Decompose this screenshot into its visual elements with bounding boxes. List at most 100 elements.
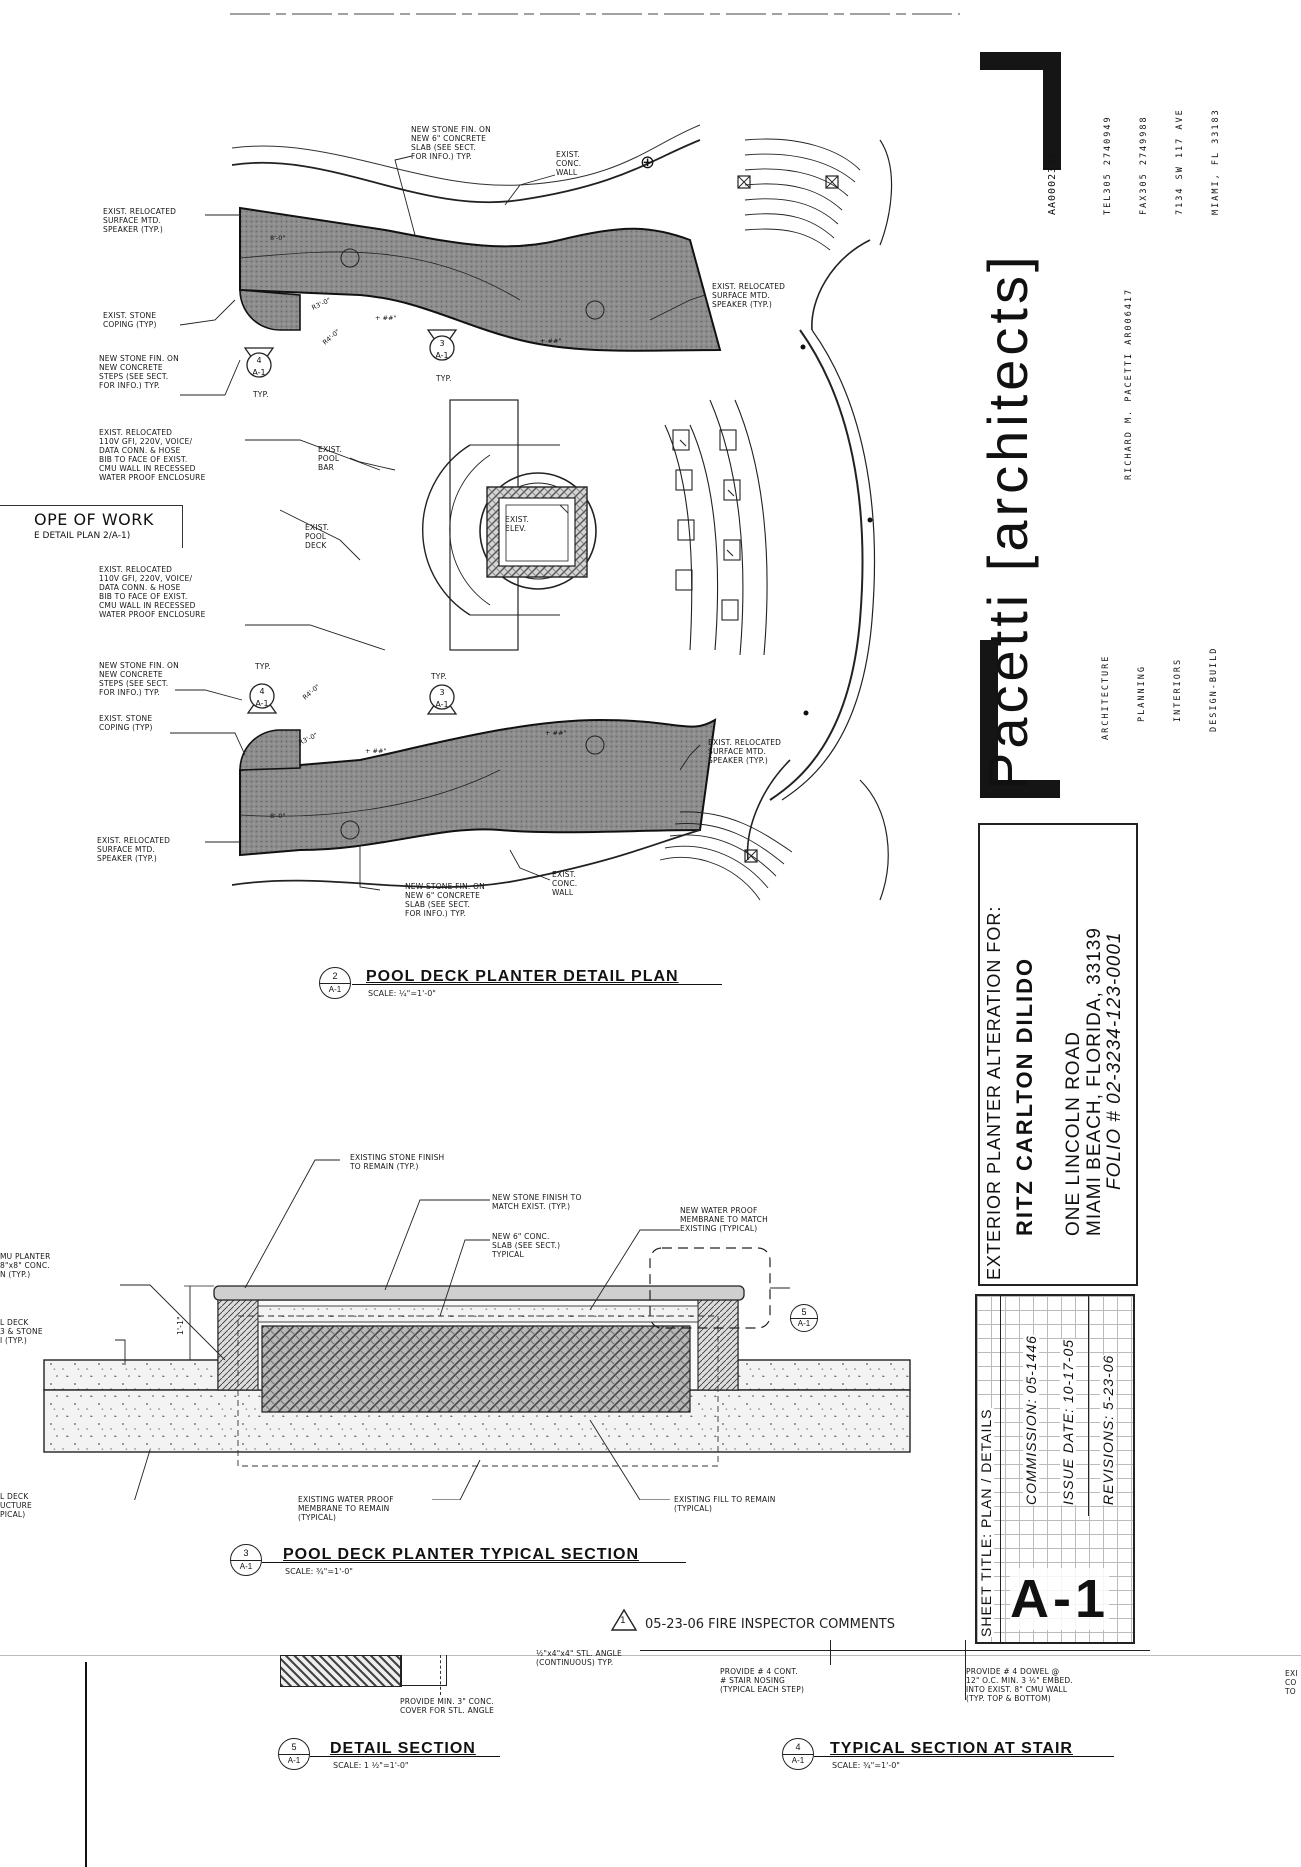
plan-typ-label: TYP. <box>431 672 447 681</box>
detail-section-bubble: 5 A-1 <box>278 1738 310 1770</box>
detail-section-title: DETAIL SECTION <box>330 1740 476 1757</box>
sheet-number: A-1 <box>1010 1568 1110 1630</box>
plan-title: POOL DECK PLANTER DETAIL PLAN <box>366 968 679 985</box>
logo-bar-bottom <box>980 780 1060 798</box>
section-note-new-stone: NEW STONE FINISH TO MATCH EXIST. (TYP.) <box>492 1193 582 1211</box>
firm-name: Pacetti [architects] <box>973 252 1043 790</box>
svg-text:8'-0": 8'-0" <box>270 234 285 242</box>
svg-text:3: 3 <box>439 339 444 348</box>
project-address-2: MIAMI BEACH, FLORIDA, 33139 <box>1084 927 1105 1236</box>
svg-text:A-1: A-1 <box>435 351 448 360</box>
logo-bar-top <box>980 52 1061 70</box>
svg-text:+ ##": + ##" <box>540 337 561 345</box>
project-block <box>978 823 1138 1286</box>
section-note-fill: EXISTING FILL TO REMAIN (TYPICAL) <box>674 1495 776 1513</box>
plan-note-elev: EXIST. ELEV. <box>505 515 530 533</box>
revision-number: 1 <box>620 1616 626 1626</box>
svg-text:R3'-0": R3'-0" <box>310 296 331 312</box>
plan-typ-label: TYP. <box>253 390 269 399</box>
section-dimension: 1'-1" <box>176 1316 185 1335</box>
svg-text:A-1: A-1 <box>255 699 268 708</box>
svg-text:⊕: ⊕ <box>640 152 655 173</box>
firm-principal: RICHARD M. PACETTI AR006417 <box>1124 287 1134 480</box>
svg-text:A-1: A-1 <box>252 368 265 377</box>
firm-services: ARCHITECTURE PLANNING INTERIORS DESIGN-B… <box>1101 646 1219 740</box>
svg-text:8'-0": 8'-0" <box>270 812 285 820</box>
section-note-new-slab: NEW 6" CONC. SLAB (SEE SECT.) TYPICAL <box>492 1232 561 1259</box>
plan-note-new-stone-bottom: NEW STONE FIN. ON NEW 6" CONCRETE SLAB (… <box>405 882 485 918</box>
project-folio: FOLIO # 02-3234-123-0001 <box>1104 931 1125 1191</box>
stair-top <box>737 138 861 251</box>
plan-note-speaker-bottom-right: EXIST. RELOCATED SURFACE MTD. SPEAKER (T… <box>708 738 782 765</box>
svg-text:3: 3 <box>439 688 444 697</box>
pool-bar-counters <box>664 399 768 656</box>
project-client: RITZ CARLTON DILIDO <box>1012 956 1037 1236</box>
scope-of-work-ref: E DETAIL PLAN 2/A-1) <box>34 531 131 541</box>
section-note-membrane: NEW WATER PROOF MEMBRANE TO MATCH EXISTI… <box>680 1206 768 1233</box>
section-detail-bubble: 3 A-1 <box>230 1544 262 1576</box>
revision-note: 05-23-06 FIRE INSPECTOR COMMENTS <box>645 1617 895 1632</box>
firm-license: AA0002339 <box>1047 151 1058 215</box>
project-heading: EXTERIOR PLANTER ALTERATION FOR: <box>984 905 1004 1280</box>
plan-note-gfi-bottom: EXIST. RELOCATED 110V GFI, 220V, VOICE/ … <box>99 565 206 619</box>
section-note-exist-stone: EXISTING STONE FINISH TO REMAIN (TYP.) <box>350 1153 445 1171</box>
plan-drawing: 4A-1 3A-1 4A-1 3A-1 8'-0" R3'-0" R4'-0" … <box>170 13 960 901</box>
stair-bottom <box>659 811 793 901</box>
plan-note-new-steps-top: NEW STONE FIN. ON NEW CONCRETE STEPS (SE… <box>99 354 179 390</box>
plan-note-stone-coping-top: EXIST. STONE COPING (TYP) <box>103 311 157 329</box>
scope-of-work-box <box>0 505 183 548</box>
pool-bar <box>422 399 597 651</box>
svg-text:A-1: A-1 <box>435 700 448 709</box>
svg-text:4: 4 <box>259 687 264 696</box>
section-callout-bubble: 5 A-1 <box>790 1304 818 1332</box>
plan-detail-bubble: 2 A-1 <box>319 967 351 999</box>
plan-note-exist-wall-top: EXIST. CONC. WALL <box>556 150 582 177</box>
plan-note-speaker-top-right: EXIST. RELOCATED SURFACE MTD. SPEAKER (T… <box>712 282 786 309</box>
section-note-deck: L DECK 3 & STONE I (TYP.) <box>0 1318 43 1345</box>
stair-section-title: TYPICAL SECTION AT STAIR <box>830 1740 1073 1757</box>
note-steel-angle: ½"x4"x4" STL. ANGLE (CONTINUOUS) TYP. <box>536 1649 622 1667</box>
plan-note-speaker-top-left: EXIST. RELOCATED SURFACE MTD. SPEAKER (T… <box>103 207 177 234</box>
logo-bar-right <box>1043 52 1061 170</box>
firm-name-primary: Pacetti <box>976 590 1039 790</box>
firm-name-secondary: [architects] <box>976 252 1039 572</box>
stair-section-bubble: 4 A-1 <box>782 1738 814 1770</box>
section-note-exist-membrane: EXISTING WATER PROOF MEMBRANE TO REMAIN … <box>298 1495 394 1522</box>
project-address-1: ONE LINCOLN ROAD <box>1063 1031 1084 1236</box>
svg-text:R4'-0": R4'-0" <box>301 683 321 702</box>
section-note-deck-structure: L DECK UCTURE PICAL) <box>0 1492 32 1519</box>
plan-note-new-stone-top: NEW STONE FIN. ON NEW 6" CONCRETE SLAB (… <box>411 125 491 161</box>
sheet-title: SHEET TITLE: PLAN / DETAILS <box>978 1408 994 1637</box>
firm-contact: TEL305 2740949 FAX305 2749988 7134 SW 11… <box>1103 108 1221 215</box>
svg-text:+ ##": + ##" <box>365 747 386 755</box>
logo-bar-left <box>980 640 998 798</box>
section-title: POOL DECK PLANTER TYPICAL SECTION <box>283 1546 639 1563</box>
plan-note-pool-bar: EXIST. POOL BAR <box>318 445 343 472</box>
note-stair-nosing: PROVIDE # 4 CONT. # STAIR NOSING (TYPICA… <box>720 1667 805 1694</box>
plan-note-gfi-top: EXIST. RELOCATED 110V GFI, 220V, VOICE/ … <box>99 428 206 482</box>
sheet-revisions: REVISIONS: 5-23-06 <box>1100 1354 1116 1505</box>
scope-of-work-label: OPE OF WORK <box>34 510 154 529</box>
plan-note-speaker-bottom-left: EXIST. RELOCATED SURFACE MTD. SPEAKER (T… <box>97 836 171 863</box>
sheet-issue-date: ISSUE DATE: 10-17-05 <box>1060 1338 1076 1505</box>
section-scale: SCALE: ¾"=1'-0" <box>285 1567 353 1576</box>
note-dowel: PROVIDE # 4 DOWEL @ 12" O.C. MIN. 3 ½" E… <box>966 1667 1073 1703</box>
detail-section-scale: SCALE: 1 ½"=1'-0" <box>333 1761 409 1770</box>
svg-text:+ ##": + ##" <box>375 314 396 322</box>
plan-typ-label: TYP. <box>436 374 452 383</box>
plan-note-pool-deck: EXIST. POOL DECK <box>305 523 330 550</box>
stair-section-scale: SCALE: ¾"=1'-0" <box>832 1761 900 1770</box>
revision-delta-icon <box>610 1608 638 1631</box>
svg-text:+ ##": + ##" <box>545 729 566 737</box>
plan-note-new-steps-bottom: NEW STONE FIN. ON NEW CONCRETE STEPS (SE… <box>99 661 179 697</box>
sheet-commission: COMMISSION: 05-1446 <box>1023 1335 1039 1505</box>
svg-text:4: 4 <box>256 356 261 365</box>
plan-typ-label: TYP. <box>255 662 271 671</box>
plan-note-exist-wall-bottom: EXIST. CONC. WALL <box>552 870 578 897</box>
section-note-cmu: MU PLANTER 8"x8" CONC. N (TYP.) <box>0 1252 51 1279</box>
plan-note-stone-coping-bottom: EXIST. STONE COPING (TYP) <box>99 714 153 732</box>
note-edge-clipped: EXI CO TO <box>1285 1669 1298 1696</box>
section-drawing <box>43 1159 911 1500</box>
plan-scale: SCALE: ¼"=1'-0" <box>368 989 436 998</box>
svg-text:R4'-0": R4'-0" <box>321 328 341 347</box>
